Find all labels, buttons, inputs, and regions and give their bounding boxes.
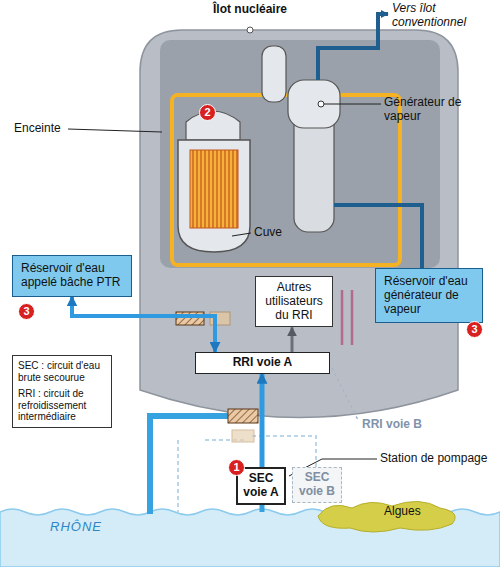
algae (318, 501, 455, 532)
steam-pipe (318, 14, 388, 80)
callout-number: 3 (466, 321, 483, 338)
users-box: Autres utilisateurs du RRI (255, 276, 333, 327)
circuit-box: RRI voie A (195, 352, 330, 374)
circuit-box: SEC voie B (292, 467, 342, 503)
heat-exchanger (176, 312, 204, 325)
heading-label: Îlot nucléaire (190, 3, 310, 17)
box-text: RRI voie A (202, 356, 323, 370)
part-label: Station de pompage (380, 452, 490, 466)
cuve-leader (232, 233, 251, 236)
sec-outlet-pipe (150, 416, 228, 514)
part-label: Cuve (254, 226, 290, 240)
enceinte-leader (68, 129, 162, 132)
lower-heat-exchanger (228, 409, 258, 423)
reactor-vessel (178, 140, 250, 252)
part-label: Enceinte (14, 122, 74, 136)
fuel-core (190, 150, 238, 228)
box-text: Réservoir d'eau appelé bâche PTR (21, 262, 123, 290)
box-text: SEC : circuit d'eau brute secourue (18, 360, 106, 383)
rri-flow-arrows (342, 290, 352, 345)
box-text: Autres utilisateurs du RRI (262, 281, 326, 322)
river-label: RHÔNE (50, 520, 130, 535)
pressurizer (262, 46, 286, 102)
part-label: Algues (384, 505, 444, 519)
primary-loop (172, 95, 400, 265)
part-label: Générateur de vapeur (384, 96, 484, 124)
box-text: SEC voie B (294, 471, 340, 499)
feedwater-pipe (334, 205, 422, 268)
sg-leader (324, 104, 381, 105)
sg-marker (318, 101, 324, 107)
containment-interior (160, 40, 440, 268)
pipe-connector (291, 327, 294, 352)
tank-box: Réservoir d'eau générateur de vapeur (375, 268, 483, 323)
circuit-label: RRI voie B (362, 418, 452, 432)
rri-b-line (332, 368, 358, 420)
sec-intake-pipe (260, 505, 265, 512)
circuit-box: SEC voie A (236, 467, 286, 505)
box-text: SEC voie A (239, 472, 283, 500)
pipe-connector (260, 374, 265, 467)
callout-number: 2 (199, 104, 216, 121)
callout-number: 3 (18, 303, 35, 320)
pipe-label: Vers îlot conventionnel (392, 2, 492, 30)
box-text: Réservoir d'eau générateur de vapeur (384, 275, 474, 316)
containment (140, 30, 458, 418)
tank-box: Réservoir d'eau appelé bâche PTR (12, 255, 132, 297)
lower-pump-block (232, 430, 254, 442)
callout-number: 1 (228, 459, 245, 476)
note-box: SEC : circuit d'eau brute secourueRRI : … (12, 355, 112, 428)
top-marker (247, 27, 253, 33)
box-text: RRI : circuit de refroidissement intermé… (18, 388, 106, 423)
pipe-connector (72, 297, 215, 352)
